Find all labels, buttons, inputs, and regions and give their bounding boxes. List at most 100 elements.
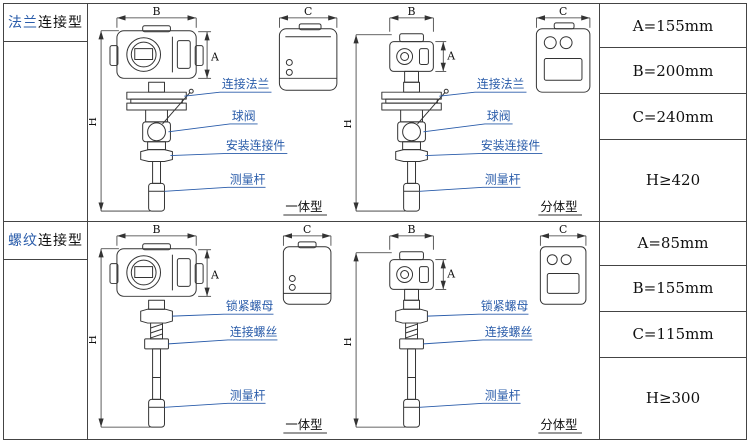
leader-connect-screw bbox=[423, 338, 533, 344]
dim-label-h: H bbox=[344, 337, 354, 346]
part-label-measuring-rod: 测量杆 bbox=[485, 172, 521, 186]
part-label-measuring-rod: 测量杆 bbox=[230, 172, 266, 186]
dim-label-a: A bbox=[446, 49, 455, 62]
type-title-accent: 法兰 bbox=[8, 14, 38, 30]
leader-flange bbox=[183, 91, 272, 97]
dim-label-c: C bbox=[303, 223, 311, 236]
part-label-measuring-rod: 测量杆 bbox=[230, 388, 266, 402]
part-label-connect-flange: 连接法兰 bbox=[222, 77, 270, 91]
dim-label-c: C bbox=[304, 5, 312, 18]
diagram-thread-split: H B A 锁紧螺母 连 bbox=[344, 223, 587, 434]
threaded-connection-assembly bbox=[139, 299, 173, 378]
diagram-area-thread: H B A 锁紧螺母 连接螺丝 bbox=[88, 221, 600, 439]
dim-a bbox=[197, 31, 211, 79]
stem bbox=[404, 288, 420, 301]
spec-column-thread: A=85mm B=155mm C=115mm H≥300 bbox=[600, 222, 746, 440]
transmitter-head bbox=[109, 242, 204, 297]
part-label-connect-screw: 连接螺丝 bbox=[230, 324, 278, 338]
dim-h bbox=[353, 34, 406, 212]
spec-b: B=200mm bbox=[600, 48, 746, 94]
part-label-mount-connector: 安装连接件 bbox=[226, 139, 285, 153]
remote-converter-box bbox=[536, 22, 591, 93]
dim-label-c: C bbox=[559, 5, 567, 18]
dim-b bbox=[116, 15, 197, 28]
type-title-rest: 连接型 bbox=[38, 14, 83, 30]
leader-mount-connector bbox=[170, 153, 288, 157]
dim-h bbox=[98, 30, 151, 212]
dim-label-h: H bbox=[89, 117, 99, 126]
leader-lock-nut bbox=[427, 313, 529, 317]
type-title-thread: 螺纹连接型 bbox=[4, 224, 87, 260]
leader-measuring-rod bbox=[419, 402, 521, 408]
row-header-thread: 螺纹连接型 bbox=[4, 221, 88, 439]
part-label-ball-valve: 球阀 bbox=[232, 109, 256, 123]
type-title-flange: 法兰连接型 bbox=[4, 6, 87, 42]
leader-measuring-rod bbox=[419, 186, 521, 192]
dim-c bbox=[536, 15, 591, 28]
spec-a: A=155mm bbox=[600, 4, 746, 48]
side-view-housing bbox=[278, 23, 338, 91]
transmitter-head bbox=[109, 25, 204, 79]
dim-label-b: B bbox=[408, 5, 416, 18]
dim-a bbox=[435, 258, 447, 290]
spec-column-flange: A=155mm B=200mm C=240mm H≥420 bbox=[600, 4, 746, 222]
leader-ball-valve bbox=[168, 123, 258, 133]
dim-label-a: A bbox=[210, 50, 219, 63]
type-title-rest: 连接型 bbox=[38, 231, 83, 248]
dim-label-h: H bbox=[344, 119, 354, 128]
spec-a: A=85mm bbox=[600, 222, 746, 266]
dim-label-h: H bbox=[89, 335, 99, 344]
caption-split: 分体型 bbox=[541, 200, 578, 214]
type-title-accent: 螺纹 bbox=[8, 231, 38, 248]
dim-label-a: A bbox=[446, 267, 455, 280]
remote-converter-box bbox=[540, 245, 587, 305]
leader-flange bbox=[439, 91, 527, 97]
dim-label-b: B bbox=[408, 223, 416, 236]
dim-b bbox=[389, 15, 434, 32]
dim-label-b: B bbox=[152, 223, 160, 236]
dim-h bbox=[353, 251, 406, 427]
stem bbox=[404, 70, 420, 83]
dim-label-a: A bbox=[210, 268, 219, 281]
spec-h: H≥300 bbox=[645, 389, 701, 408]
caption-integrated: 一体型 bbox=[285, 418, 322, 432]
part-label-connect-flange: 连接法兰 bbox=[477, 77, 525, 91]
dim-label-c: C bbox=[559, 223, 567, 236]
dim-h bbox=[98, 247, 151, 427]
threaded-connection-assembly bbox=[395, 299, 429, 378]
leader-mount-connector bbox=[425, 153, 543, 157]
diagram-thread-integrated: H B A 锁紧螺母 连接螺丝 bbox=[89, 223, 332, 434]
sensor-head bbox=[389, 250, 435, 290]
sensor-head bbox=[389, 33, 435, 72]
leader-connect-screw bbox=[168, 338, 278, 344]
part-label-lock-nut: 锁紧螺母 bbox=[481, 299, 529, 313]
leader-measuring-rod bbox=[164, 186, 266, 192]
measuring-probe bbox=[403, 161, 421, 212]
measuring-probe bbox=[147, 161, 165, 212]
dim-b bbox=[389, 232, 434, 250]
caption-split: 分体型 bbox=[541, 418, 578, 432]
dim-c bbox=[278, 15, 338, 28]
dim-label-b: B bbox=[152, 5, 160, 18]
flange-valve-assembly bbox=[381, 81, 449, 163]
leader-lock-nut bbox=[172, 313, 274, 317]
measuring-probe bbox=[403, 376, 421, 428]
diagram-flange-integrated: H B A 连接法兰 球阀 bbox=[89, 5, 338, 216]
spec-table: 法兰连接型 H B bbox=[4, 4, 746, 439]
part-label-connect-screw: 连接螺丝 bbox=[485, 324, 533, 338]
dim-c bbox=[540, 232, 587, 246]
leader-ball-valve bbox=[423, 123, 513, 133]
dim-a bbox=[435, 41, 447, 72]
spec-h: H≥420 bbox=[645, 171, 701, 190]
dim-c bbox=[282, 232, 332, 246]
dim-a bbox=[197, 248, 211, 297]
diagram-flange-split: H B A 连接法兰 球 bbox=[344, 5, 591, 216]
flange-valve-assembly bbox=[126, 81, 194, 163]
diagram-area-flange: H B A 连接法兰 球阀 bbox=[88, 4, 600, 222]
dim-b bbox=[116, 232, 197, 246]
part-label-measuring-rod: 测量杆 bbox=[485, 388, 521, 402]
caption-integrated: 一体型 bbox=[285, 200, 322, 214]
leader-measuring-rod bbox=[164, 402, 266, 408]
part-label-ball-valve: 球阀 bbox=[487, 109, 511, 123]
measuring-probe bbox=[147, 376, 165, 428]
